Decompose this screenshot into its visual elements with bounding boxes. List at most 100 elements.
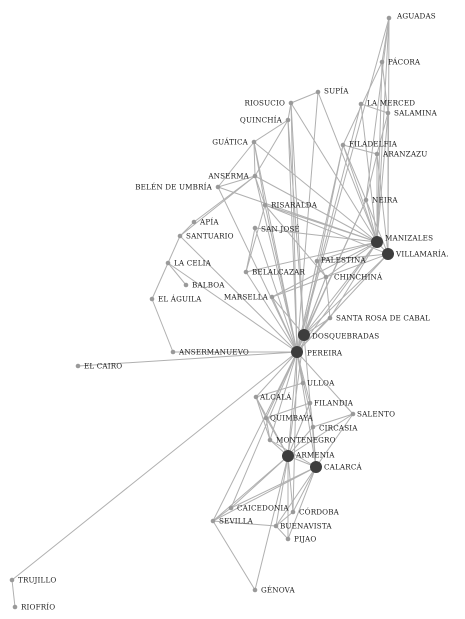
node-montenegro xyxy=(267,437,273,443)
label-circasia: CIRCASIA xyxy=(319,424,358,433)
edge-quinchia-anserma xyxy=(254,119,289,177)
label-lacelia: LA CELIA xyxy=(174,259,212,268)
edge-neira-villamaria xyxy=(365,199,389,255)
node-pacora xyxy=(379,59,385,65)
edge-alcala-montenegro xyxy=(255,396,271,441)
edge-lamerced-salamina xyxy=(360,103,389,114)
edge-filadelfia-manizales xyxy=(342,144,378,243)
label-filadelfia: FILADELFIA xyxy=(349,140,398,149)
node-filadelfia xyxy=(340,142,346,148)
edge-palestina-chinchina xyxy=(316,260,327,278)
edge-marsella-dosquebradas xyxy=(271,296,305,336)
edge-sevilla-genova xyxy=(212,520,256,591)
edge-pereira-alcala xyxy=(255,351,298,398)
edge-circasia-calarca xyxy=(312,426,317,468)
label-aranzazu: ARANZAZU xyxy=(382,150,428,159)
edge-marsella-pereira xyxy=(271,296,298,353)
label-genova: GÉNOVA xyxy=(261,586,295,595)
edge-quimbaya-montenegro xyxy=(265,417,271,441)
edge-risaralda-villamaria xyxy=(264,204,389,255)
node-elcairo xyxy=(75,363,81,369)
edge-calarca-buenavista xyxy=(275,466,317,527)
node-dosquebradas xyxy=(298,329,310,341)
edge-supia-riosucio xyxy=(290,91,319,104)
label-marsella: MARSELLA xyxy=(224,293,269,302)
node-aguadas xyxy=(386,15,392,21)
edge-sevilla-buenavista xyxy=(212,520,277,527)
edge-elaguila-ansermanuevo xyxy=(151,298,174,353)
edge-filadelfia-aranzazu xyxy=(342,144,378,155)
node-riosucio xyxy=(288,100,294,106)
label-elcairo: EL CAIRO xyxy=(84,362,122,371)
edge-sanjose-belalcazar xyxy=(245,227,256,273)
label-armenia: ARMENIA xyxy=(295,451,335,460)
edge-pacora-salamina xyxy=(381,61,389,114)
edge-elcairo-pereira xyxy=(77,351,298,367)
label-apia: APÍA xyxy=(199,218,219,227)
edge-chinchina-marsella xyxy=(271,276,327,298)
edge-pereira-montenegro xyxy=(269,351,298,441)
label-salamina: SALAMINA xyxy=(394,109,438,118)
label-neira: NEIRA xyxy=(372,196,398,205)
edge-calarca-cordoba xyxy=(292,466,317,513)
edge-guatica-anserma xyxy=(253,141,256,177)
edge-risaralda-manizales xyxy=(264,204,378,243)
edge-santuario-lacelia xyxy=(167,235,181,264)
label-filandia: FILANDIA xyxy=(314,399,354,408)
label-balboa: BALBOA xyxy=(192,281,225,290)
edge-riosucio-manizales xyxy=(290,102,378,243)
label-belenumbria: BELÉN DE UMBRÍA xyxy=(135,183,212,192)
edge-riosucio-dosquebradas xyxy=(290,102,305,336)
label-lamerced: LA MERCED xyxy=(367,99,415,108)
node-sevilla xyxy=(210,518,216,524)
edge-manizales-santarosa xyxy=(329,241,378,319)
node-caicedonia xyxy=(228,505,234,511)
node-supia xyxy=(315,89,321,95)
edge-quimbaya-armenia xyxy=(265,417,289,457)
edge-anserma-pereira xyxy=(254,175,298,353)
edge-neira-manizales xyxy=(365,199,378,243)
node-circasia xyxy=(310,424,316,430)
label-risaralda: RISARALDA xyxy=(271,201,318,210)
edge-filadelfia-neira xyxy=(342,144,367,201)
edge-filandia-armenia xyxy=(287,402,311,457)
node-palestina xyxy=(314,258,320,264)
edge-buenavista-pijao xyxy=(275,525,289,540)
node-genova xyxy=(252,587,258,593)
edge-salamina-aranzazu xyxy=(376,112,389,155)
node-trujillo xyxy=(9,577,15,583)
edge-manizales-pereira xyxy=(296,241,378,353)
node-lamerced xyxy=(358,101,364,107)
label-anserma: ANSERMA xyxy=(207,172,249,181)
node-villamaria xyxy=(382,248,394,260)
edge-lacelia-balboa xyxy=(167,262,187,286)
node-ulloa xyxy=(300,380,306,386)
edge-pacora-manizales xyxy=(376,61,383,243)
edge-calarca-caicedonia xyxy=(230,466,317,509)
label-aguadas: AGUADAS xyxy=(396,12,436,21)
edge-armenia-genova xyxy=(254,455,289,591)
node-guatica xyxy=(251,139,257,145)
edge-anserma-belenumbria xyxy=(217,175,256,188)
node-elaguila xyxy=(149,296,155,302)
edge-guatica-risaralda xyxy=(253,141,266,206)
edge-lamerced-manizales xyxy=(360,103,378,243)
edge-salamina-manizales xyxy=(376,112,389,243)
edge-manizales-chinchina xyxy=(325,241,378,278)
edge-pereira-calarca xyxy=(296,351,317,468)
edge-manizales-palestina xyxy=(316,241,378,262)
node-aranzazu xyxy=(374,151,380,157)
label-riosucio: RIOSUCIO xyxy=(244,99,285,108)
label-palestina: PALESTINA xyxy=(321,256,366,265)
edge-supia-manizales xyxy=(317,91,378,243)
node-apia xyxy=(191,219,197,225)
edge-pereira-caicedonia xyxy=(230,351,298,509)
edge-riosucio-pereira xyxy=(290,102,298,353)
label-salento: SALENTO xyxy=(357,410,395,419)
edge-filadelfia-dosquebradas xyxy=(303,144,344,336)
edge-caicedonia-sevilla xyxy=(212,507,232,522)
edge-filandia-circasia xyxy=(309,402,314,428)
node-manizales xyxy=(371,236,383,248)
